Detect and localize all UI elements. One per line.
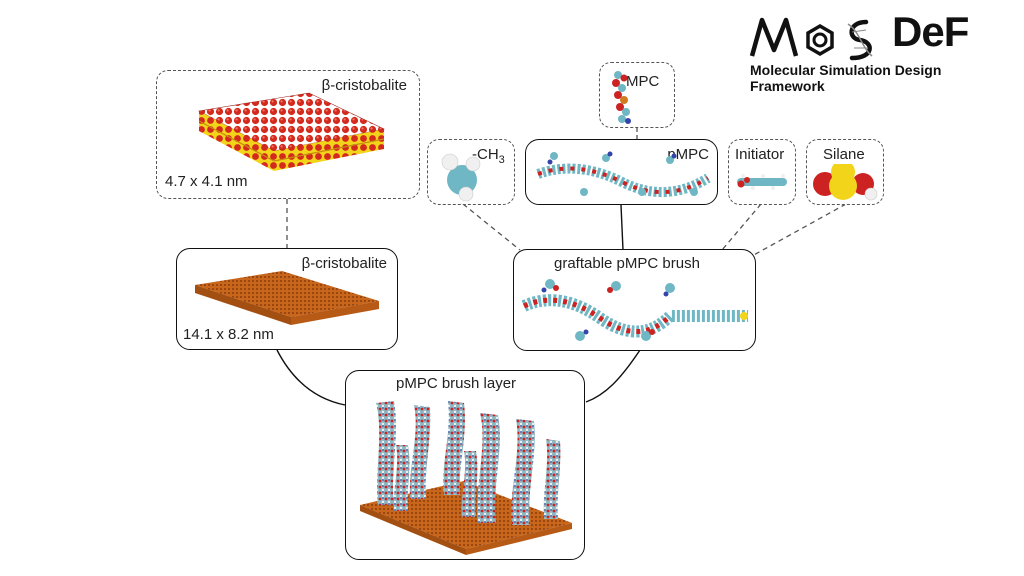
node-ch3-title: -CH3 [472,146,505,166]
node-cristobalite-small: β-cristobalite 4.7 x 4.1 nm [156,70,420,199]
connector-brush-to-layer [585,349,641,403]
node-initiator: Initiator [728,139,796,205]
silica-slab-image [198,92,385,171]
node-silane-title: Silane [823,146,865,163]
node-graftable-brush: graftable pMPC brush [513,249,756,351]
node-graftable-brush-title: graftable pMPC brush [554,255,700,272]
connector-initiator [721,203,762,251]
brush-layer-image [360,401,572,555]
node-mpc-title: MPC [626,73,660,90]
node-ch3: -CH3 [427,139,515,205]
logo-subtitle: Molecular Simulation Design Framework [750,62,942,94]
mos-logo-glyphs [749,17,873,61]
node-cristobalite-small-size: 4.7 x 4.1 nm [165,173,248,190]
node-pmpc-title: pMPC [667,146,709,163]
node-cristobalite-large: β-cristobalite 14.1 x 8.2 nm [176,248,398,350]
node-cristobalite-large-title: β-cristobalite [301,255,387,272]
graftable-brush-image [521,279,748,341]
node-brush-layer: pMPC brush layer [345,370,585,560]
mosdef-logo: DeF Molecular Simulation Design Framewor… [748,6,1018,94]
node-brush-layer-title: pMPC brush layer [396,375,517,392]
node-cristobalite-small-title: β-cristobalite [321,77,407,94]
initiator-molecule-image [737,174,787,190]
logo-def-text: DeF [892,8,969,55]
node-pmpc: pMPC [525,139,718,205]
pmpc-chain-image [536,151,711,197]
connector-silane [751,203,847,257]
connector-pmpc [620,204,624,251]
silane-molecule-image [813,164,878,201]
connector-ch3 [462,203,521,251]
connector-substrate-to-layer [276,349,346,406]
substrate-image [195,271,379,325]
node-mpc: MPC [599,62,675,128]
node-silane: Silane [806,139,884,205]
node-initiator-title: Initiator [735,146,785,163]
mpc-molecule-image [612,71,631,124]
methyl-group-image [441,153,481,202]
node-cristobalite-large-size: 14.1 x 8.2 nm [183,326,274,343]
